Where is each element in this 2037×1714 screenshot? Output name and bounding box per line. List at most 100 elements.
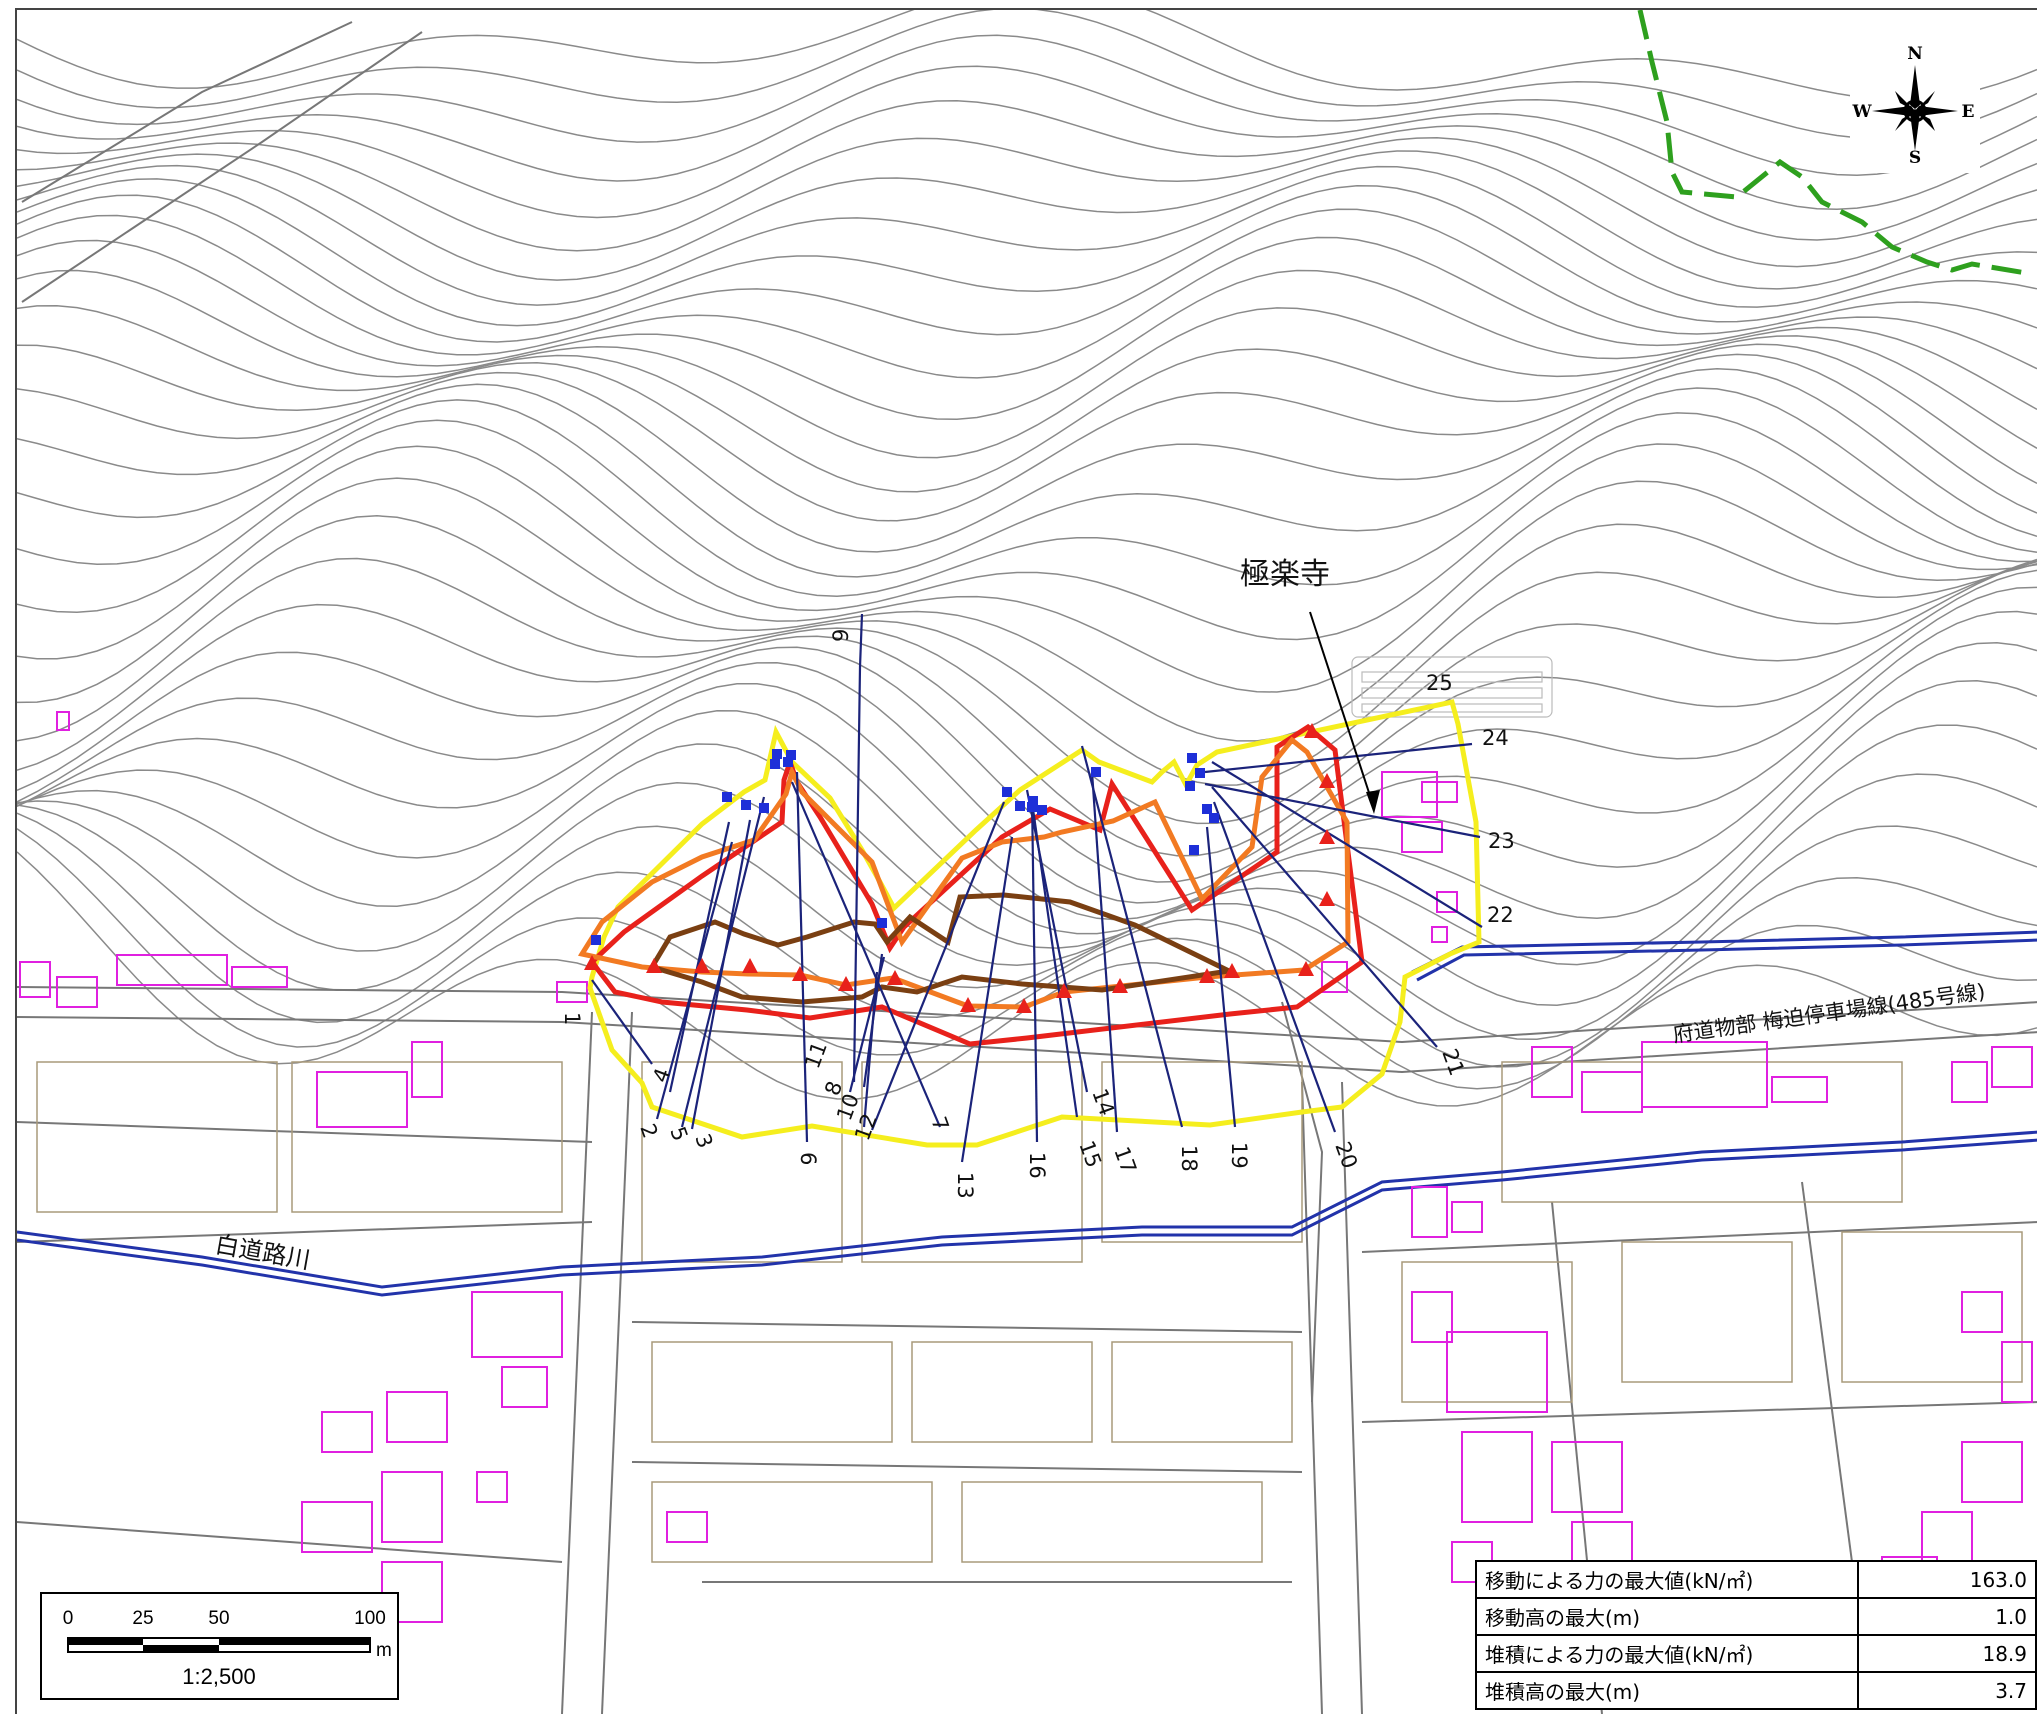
hazard-triangle-marker [1112, 978, 1128, 993]
contour-line [17, 515, 2037, 786]
contour-line [17, 569, 2037, 857]
source-square-marker [1027, 802, 1037, 812]
section-number-label: 13 [953, 1172, 977, 1199]
row-value: 1.0 [1857, 1597, 2037, 1636]
section-number-label: 20 [1330, 1139, 1362, 1172]
contour-line [17, 194, 2037, 343]
zone-orange [577, 736, 1351, 1010]
source-square-marker [1185, 781, 1195, 791]
contour-line [17, 610, 2037, 904]
source-square-marker [1015, 801, 1025, 811]
hazard-triangle-marker [742, 958, 758, 973]
zone-yellow [587, 699, 1482, 1148]
source-square-marker [1187, 753, 1197, 763]
section-number-label: 5 [665, 1124, 692, 1145]
section-number-label: 21 [1437, 1046, 1469, 1079]
source-square-marker [772, 749, 782, 759]
contour-line [17, 65, 2037, 211]
compass-n-label: N [1907, 44, 1923, 64]
contour-line [17, 178, 2037, 327]
contour-line [17, 100, 2037, 241]
cemetery [1351, 656, 1553, 718]
contour-line [17, 304, 2037, 493]
section-number-label: 3 [690, 1131, 717, 1152]
hazard-triangle-marker [792, 966, 808, 981]
section-number-label: 7 [926, 1114, 953, 1135]
compass: N S W E [1850, 33, 1980, 173]
square-markers [591, 749, 1219, 945]
row-label: 移動高の最大(m) [1475, 1597, 1859, 1636]
section-number-label: 6 [796, 1152, 820, 1165]
contour-line [17, 368, 2037, 553]
source-square-marker [741, 800, 751, 810]
contour-line [17, 10, 2037, 101]
section-number-label: 25 [1426, 671, 1453, 695]
hazard-triangle-marker [1319, 891, 1335, 906]
section-number-label: 1 [560, 1012, 584, 1025]
hazard-triangle-marker [584, 955, 600, 970]
contour-line [17, 641, 2037, 921]
source-square-marker [877, 918, 887, 928]
table-row: 堆積による力の最大値(kN/㎡)18.9 [1475, 1634, 2037, 1673]
contour-line [17, 724, 2037, 966]
scale-tick-100: 100 [354, 1608, 386, 1629]
contour-line [17, 383, 2037, 578]
contour-line [17, 137, 2037, 268]
hazard-triangle-marker [694, 958, 710, 973]
triangle-markers [584, 723, 1335, 1013]
scale-bar: 0 25 50 100 m 1:2,500 [40, 1592, 399, 1700]
compass-rose-icon [1872, 65, 1958, 151]
paddy-fields [36, 1061, 2023, 1563]
hazard-triangle-marker [646, 958, 662, 973]
buildings [19, 711, 2033, 1623]
compass-w-label: W [1851, 102, 1872, 122]
contour-line [17, 828, 2037, 1090]
section-number-label: 17 [1109, 1144, 1141, 1177]
scale-tick-25: 25 [132, 1608, 153, 1629]
row-label: 移動による力の最大値(kN/㎡) [1475, 1560, 1859, 1599]
section-number-label: 23 [1488, 829, 1515, 853]
source-square-marker [759, 803, 769, 813]
hazard-triangle-marker [960, 997, 976, 1012]
hazard-triangle-marker [1304, 723, 1320, 738]
section-number-label: 16 [1025, 1152, 1049, 1179]
contour-line [17, 10, 2037, 140]
contour-line [17, 239, 2037, 421]
section-number-label: 15 [1074, 1138, 1106, 1171]
hazard-triangle-marker [1298, 961, 1314, 976]
contour-line [17, 680, 2037, 935]
source-square-marker [1209, 813, 1219, 823]
section-number-label: 18 [1177, 1145, 1201, 1172]
section-number-label: 22 [1487, 903, 1514, 927]
section-number-label: 24 [1482, 726, 1509, 750]
hazard-triangle-marker [1319, 773, 1335, 788]
source-square-marker [1202, 804, 1212, 814]
zone-red [588, 723, 1365, 1047]
table-row: 移動による力の最大値(kN/㎡)163.0 [1475, 1560, 2037, 1599]
source-square-marker [722, 792, 732, 802]
scale-tick-0: 0 [63, 1608, 74, 1629]
section-number-label: 2 [635, 1121, 662, 1142]
hazard-triangle-marker [887, 970, 903, 985]
hazard-map: 極楽寺 白道路川 府道物部 梅迫停車場線(485号線) 123456789101… [17, 10, 2037, 1714]
zone-brown [648, 892, 1238, 1005]
hazard-triangle-marker [1056, 983, 1072, 998]
source-square-marker [1037, 805, 1047, 815]
compass-s-label: S [1909, 148, 1921, 168]
hazard-triangle-marker [1199, 968, 1215, 983]
temple-label: 極楽寺 [1240, 557, 1330, 592]
source-square-marker [1028, 796, 1038, 806]
contour-line [17, 164, 2037, 308]
contour-line [17, 445, 2037, 693]
max-values-table: 移動による力の最大値(kN/㎡)163.0 移動高の最大(m)1.0 堆積による… [1475, 1560, 2037, 1710]
contour-line [17, 344, 2037, 522]
source-square-marker [1002, 787, 1012, 797]
source-square-marker [786, 750, 796, 760]
contour-line [17, 399, 2037, 597]
row-label: 堆積による力の最大値(kN/㎡) [1475, 1634, 1859, 1673]
contour-line [17, 773, 2037, 1006]
section-number-label: 9 [829, 629, 853, 642]
hazard-triangle-marker [1224, 963, 1240, 978]
source-square-marker [1189, 845, 1199, 855]
